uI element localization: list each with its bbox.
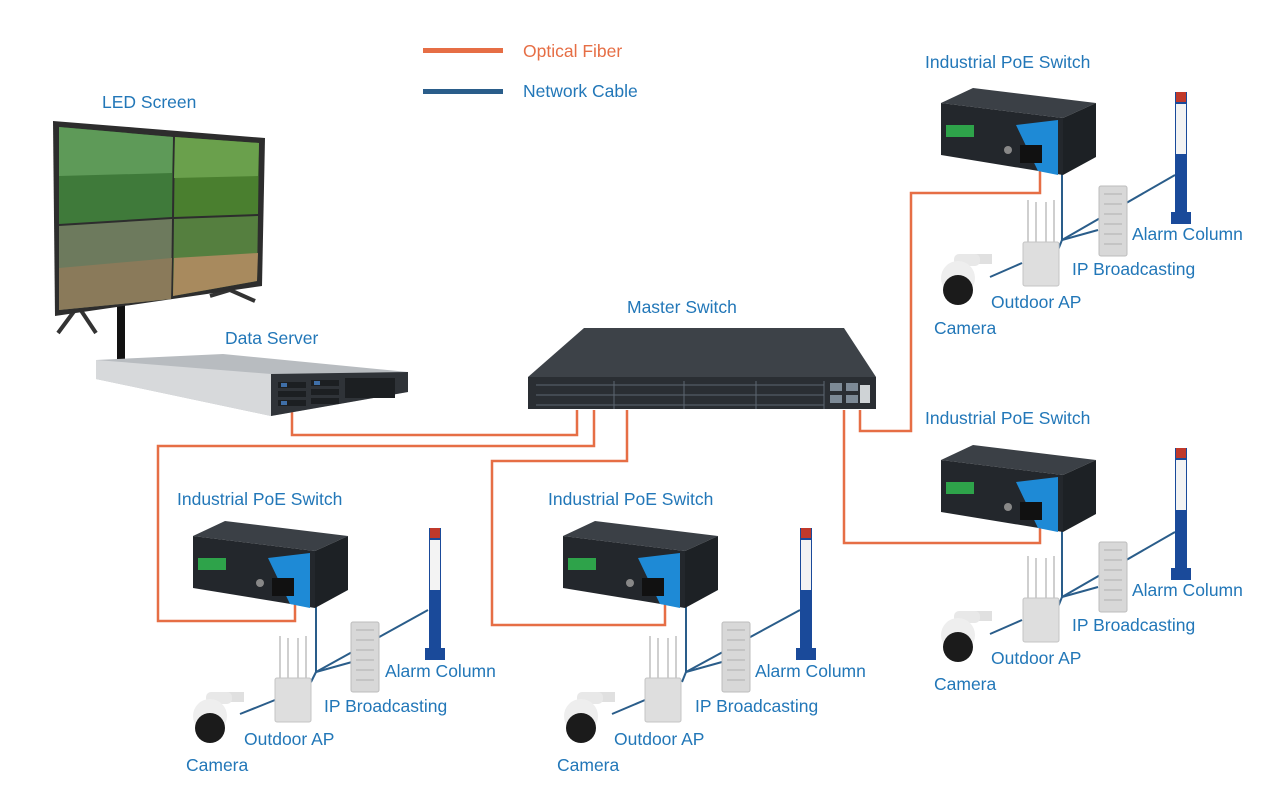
ip-broadcasting-label: IP Broadcasting [1072,615,1196,635]
poe-switch-icon [563,521,718,608]
fiber-master-right-bottom [842,410,1042,545]
outdoor-ap-label: Outdoor AP [244,729,335,749]
master-switch-icon [528,328,876,409]
ip-broadcasting-label: IP Broadcasting [1072,259,1196,279]
poe-switch-icon [941,445,1096,532]
speaker-column-icon [1098,541,1128,613]
alarm-column-icon [425,528,445,660]
network-cable-swatch [423,89,503,94]
alarm-column-icon [796,528,816,660]
camera-label: Camera [186,755,249,775]
poe-switch-icon [193,521,348,608]
outdoor-ap-label: Outdoor AP [991,292,1082,312]
fiber-links [156,160,1042,627]
fiber-master-bottom-center [490,410,667,627]
alarm-column-label: Alarm Column [1132,580,1243,600]
fiber-master-right-top [858,160,1042,433]
poe-switch-icon [941,88,1096,175]
dome-camera-icon [941,254,992,305]
outdoor-ap-icon [1022,200,1060,287]
optical-fiber-swatch [423,48,503,53]
data-server-icon [96,354,408,416]
speaker-column-icon [721,621,751,693]
alarm-column-icon [1171,92,1191,224]
data-server-label: Data Server [225,328,319,348]
led-screen-label: LED Screen [102,92,197,112]
outdoor-ap-label: Outdoor AP [991,648,1082,668]
outdoor-ap-label: Outdoor AP [614,729,705,749]
outdoor-ap-icon [1022,556,1060,643]
fiber-master-bottom-left [156,410,596,623]
alarm-column-label: Alarm Column [1132,224,1243,244]
dome-camera-icon [941,611,992,662]
poe-switch-label: Industrial PoE Switch [925,408,1091,428]
ip-broadcasting-label: IP Broadcasting [695,696,819,716]
outdoor-ap-icon [274,636,312,723]
alarm-column-icon [1171,448,1191,580]
poe-switch-label: Industrial PoE Switch [925,52,1091,72]
dome-camera-icon [564,692,615,743]
alarm-column-label: Alarm Column [385,661,496,681]
speaker-column-icon [1098,185,1128,257]
camera-label: Camera [557,755,620,775]
speaker-column-icon [350,621,380,693]
legend-network-cable: Network Cable [523,81,638,101]
ip-broadcasting-label: IP Broadcasting [324,696,448,716]
alarm-column-label: Alarm Column [755,661,866,681]
master-switch-label: Master Switch [627,297,737,317]
camera-label: Camera [934,318,997,338]
camera-label: Camera [934,674,997,694]
legend-optical-fiber: Optical Fiber [523,41,623,61]
poe-switch-label: Industrial PoE Switch [177,489,343,509]
outdoor-ap-icon [644,636,682,723]
fiber-server-master [290,408,579,437]
poe-switch-label: Industrial PoE Switch [548,489,714,509]
dome-camera-icon [193,692,244,743]
led-screen-icon [53,121,265,363]
